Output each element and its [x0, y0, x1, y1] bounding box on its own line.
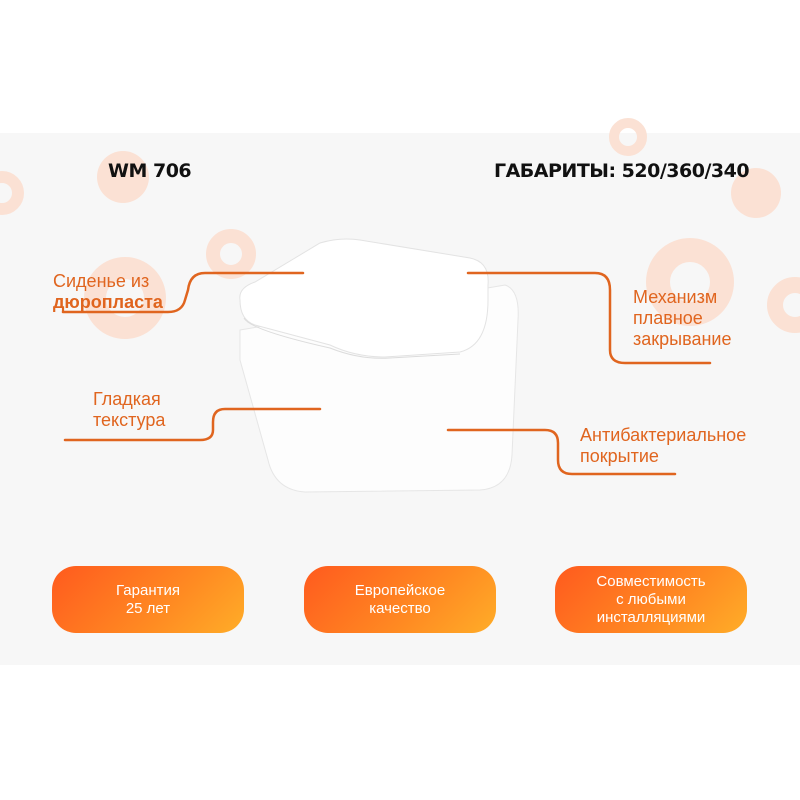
deco-disc — [731, 168, 781, 218]
deco-ring — [609, 118, 647, 156]
deco-ring — [767, 277, 800, 333]
badge-line: качество — [369, 599, 431, 617]
badge-warranty: Гарантия 25 лет — [52, 566, 244, 633]
feature-mechanism-line3: закрывание — [633, 329, 732, 349]
feature-coating-line2: покрытие — [580, 446, 659, 466]
callout-line-texture — [63, 407, 322, 442]
feature-seat-line1: Сиденье из — [53, 271, 150, 291]
feature-coating: Антибактериальное покрытие — [580, 425, 746, 467]
feature-mechanism-line1: Механизм — [633, 287, 718, 307]
callout-line-seat — [61, 271, 305, 314]
toilet-image — [239, 238, 519, 493]
feature-texture: Гладкая текстура — [93, 389, 165, 431]
dimensions: ГАБАРИТЫ: 520/360/340 — [494, 160, 750, 182]
callout-line-coating — [446, 428, 677, 476]
badge-quality: Европейское качество — [304, 566, 496, 633]
feature-mechanism: Механизм плавное закрывание — [633, 287, 731, 350]
badge-line: Совместимость — [596, 572, 706, 590]
feature-seat-line2: дюропласта — [53, 292, 163, 312]
deco-ring — [84, 257, 166, 339]
feature-texture-line2: текстура — [93, 410, 166, 430]
feature-coating-line1: Антибактериальное — [580, 425, 747, 445]
badge-line: Европейское — [354, 581, 446, 599]
callout-line-mechanism — [466, 271, 712, 365]
feature-mechanism-line2: плавное — [633, 308, 703, 328]
feature-texture-line1: Гладкая — [93, 389, 161, 409]
badge-line: Гарантия — [116, 581, 180, 599]
deco-ring — [646, 238, 734, 326]
feature-seat: Сиденье из дюропласта — [53, 271, 163, 313]
model-name: WM 706 — [108, 160, 192, 182]
deco-ring — [206, 229, 256, 279]
badge-line: инсталляциями — [596, 608, 706, 626]
badge-line: 25 лет — [125, 599, 171, 617]
badge-line: с любыми — [616, 590, 686, 608]
deco-disc — [97, 151, 149, 203]
badge-compatibility: Совместимость с любыми инсталляциями — [555, 566, 747, 633]
deco-ring — [0, 171, 24, 215]
